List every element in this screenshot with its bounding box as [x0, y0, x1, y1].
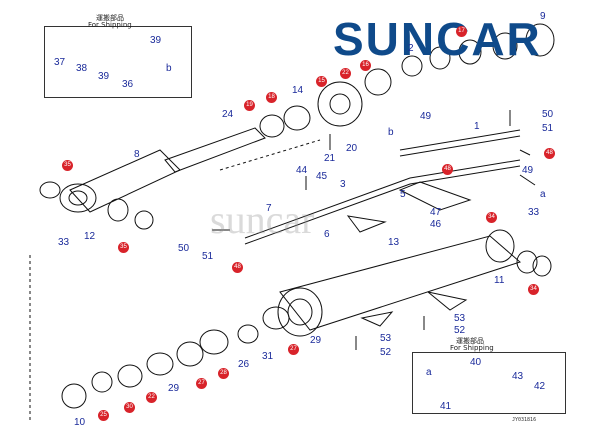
part-label: 33	[58, 237, 70, 248]
seal-kit-badge: 19	[244, 100, 255, 111]
part-label: a	[426, 367, 432, 378]
seal-kit-badge: 18	[266, 92, 277, 103]
seal-kit-badge: 17	[456, 26, 467, 37]
part-label: 3	[340, 179, 346, 190]
part-label: 26	[238, 359, 250, 370]
seal-kit-badge: 30	[124, 402, 135, 413]
part-label: 11	[494, 275, 505, 286]
part-label: 6	[324, 229, 330, 240]
part-label: 53	[380, 333, 392, 344]
seal-kit-badge: 34	[528, 284, 539, 295]
seal-kit-badge: 27	[196, 378, 207, 389]
seal-kit-badge: 27	[288, 344, 299, 355]
part-label: 10	[74, 417, 86, 428]
part-label: 41	[440, 401, 452, 412]
part-label: 7	[266, 203, 272, 214]
part-label: 42	[534, 381, 546, 392]
part-label: 40	[470, 357, 482, 368]
shipping-box-top-title-jp: 運搬部品	[96, 14, 124, 22]
brand-logo: SUNCAR	[333, 6, 597, 68]
part-label: 24	[222, 109, 234, 120]
part-label: 8	[134, 149, 140, 160]
part-label: 37	[54, 57, 66, 68]
part-label: 52	[380, 347, 392, 358]
part-label: 1	[474, 121, 480, 132]
seal-kit-badge: 15	[316, 76, 327, 87]
part-label: 44	[296, 165, 308, 176]
seal-kit-badge: 22	[340, 68, 351, 79]
seal-kit-badge: 25	[98, 410, 109, 421]
part-label: a	[540, 189, 546, 200]
seal-kit-badge: 35	[62, 160, 73, 171]
seal-kit-badge: 48	[232, 262, 243, 273]
part-label: 39	[98, 71, 110, 82]
seal-kit-badge: 34	[486, 212, 497, 223]
shipping-box-top-title-en: For Shipping	[88, 21, 132, 29]
shipping-box-bottom-title-en: For Shipping	[450, 344, 494, 352]
part-label: 36	[122, 79, 134, 90]
part-label: 51	[202, 251, 214, 262]
seal-kit-badge: 48	[442, 164, 453, 175]
watermark: suncar	[210, 197, 315, 242]
part-label: 45	[316, 171, 328, 182]
part-label: 9	[540, 11, 546, 22]
seal-kit-badge: 16	[360, 60, 371, 71]
part-label: b	[166, 63, 172, 74]
part-label: 12	[84, 231, 96, 242]
seal-kit-badge: 22	[146, 392, 157, 403]
shipping-box-bottom-title-jp: 運搬部品	[456, 337, 484, 345]
part-label: 38	[76, 63, 88, 74]
part-label: 46	[430, 219, 442, 230]
part-label: 49	[522, 165, 534, 176]
part-label: 43	[512, 371, 524, 382]
shipping-parts-box-bottom	[412, 352, 566, 414]
seal-kit-badge: 28	[218, 368, 229, 379]
part-label: 29	[310, 335, 322, 346]
part-label: 2	[408, 43, 414, 54]
part-label: 49	[420, 111, 432, 122]
logo-text: SUNCAR	[333, 13, 542, 65]
part-label: 53	[454, 313, 466, 324]
part-label: 5	[400, 189, 406, 200]
part-label: 14	[292, 85, 304, 96]
seal-kit-badge: 35	[118, 242, 129, 253]
part-label: 51	[542, 123, 554, 134]
part-label: 50	[178, 243, 190, 254]
part-label: 52	[454, 325, 466, 336]
drawing-id: JY031816	[512, 417, 537, 423]
part-label: 20	[346, 143, 358, 154]
part-label: b	[388, 127, 394, 138]
part-label: 33	[528, 207, 540, 218]
seal-kit-badge: 48	[544, 148, 555, 159]
part-label: 50	[542, 109, 554, 120]
shipping-parts-box-top	[44, 26, 192, 98]
part-label: 39	[150, 35, 162, 46]
part-label: 29	[168, 383, 180, 394]
part-label: 21	[324, 153, 336, 164]
part-label: 47	[430, 207, 442, 218]
part-label: 31	[262, 351, 274, 362]
part-label: 13	[388, 237, 400, 248]
